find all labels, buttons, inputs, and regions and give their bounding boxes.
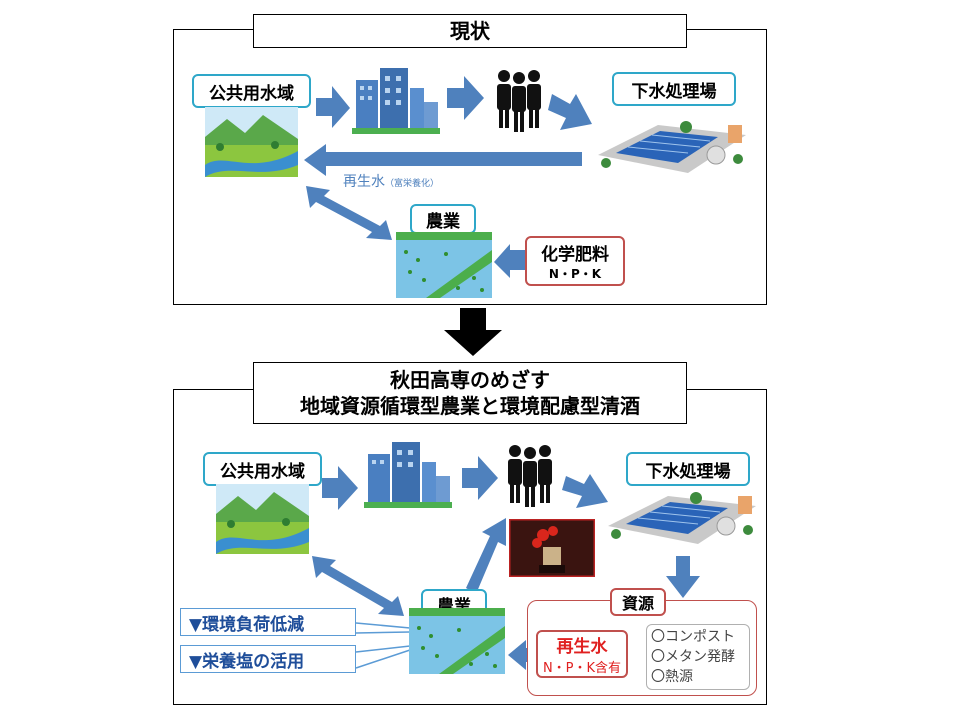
- people-icon: [497, 70, 541, 132]
- benefit-nutrient-use: ▼栄養塩の活用: [180, 645, 356, 673]
- arrow-plant-to-resources: [666, 556, 700, 598]
- benefit2-connector: [355, 645, 411, 653]
- goal-title: 秋田高専のめざす 地域資源循環型農業と環境配慮型清酒: [253, 362, 687, 424]
- agriculture-label-text: 農業: [426, 211, 460, 232]
- resources-title: 資源: [621, 594, 654, 613]
- arrow-water-agri-bidirectional: [306, 186, 392, 240]
- arrow-city-to-people-2: [462, 456, 498, 500]
- recycled-water-title: 再生水: [556, 637, 608, 657]
- public-water-label-2-text: 公共用水域: [220, 461, 305, 482]
- arrow-plant-to-water: [304, 144, 582, 176]
- river-landscape-image-2: [216, 484, 309, 554]
- arrow-resources-to-agri: [508, 640, 540, 670]
- resources-title-box: 資源: [610, 588, 666, 616]
- sewage-plant-label-2: 下水処理場: [626, 452, 750, 486]
- public-water-label: 公共用水域: [192, 74, 311, 108]
- rice-field-image-2: [409, 608, 505, 674]
- resource-item-methane: 〇メタン発酵: [651, 649, 735, 665]
- people-icon-2: [508, 445, 552, 507]
- sewage-plant-label-text: 下水処理場: [631, 81, 717, 102]
- recycled-water-box: 再生水 N・P・K含有: [536, 630, 628, 678]
- city-buildings-icon-2: [364, 442, 452, 508]
- recycled-water-npk: N・P・K含有: [542, 661, 622, 676]
- sewage-plant-label: 下水処理場: [612, 72, 736, 106]
- top-flow-arrows: 再生水（富栄養化）: [304, 76, 592, 278]
- resource-item-heat: 〇熱源: [651, 669, 693, 685]
- arrow-fertilizer-to-agri: [494, 244, 525, 278]
- benefit2-connector-b: [355, 649, 411, 669]
- treatment-plant-image-2: [608, 492, 756, 544]
- chemical-fertilizer-npk: N・P・K: [548, 267, 602, 281]
- arrow-water-to-city: [316, 86, 350, 128]
- chemical-fertilizer-box: 化学肥料 N・P・K: [525, 236, 625, 286]
- resource-items-box: 〇コンポスト 〇メタン発酵 〇熱源: [646, 624, 750, 690]
- recycled-water-caption: 再生水（富栄養化）: [343, 174, 439, 190]
- goal-title-line1: 秋田高専のめざす: [390, 368, 550, 392]
- benefit1-connector-b: [355, 631, 411, 634]
- arrow-people-to-plant: [548, 94, 592, 130]
- benefit-environmental-load-text: ▼環境負荷低減: [189, 614, 305, 635]
- benefit-nutrient-use-text: ▼栄養塩の活用: [189, 651, 305, 672]
- rice-field-image: [396, 232, 492, 298]
- arrow-city-to-people: [447, 76, 484, 120]
- arrow-agri-to-people: [466, 518, 506, 594]
- current-state-title: 現状: [253, 14, 687, 48]
- sake-photo: [509, 519, 595, 577]
- transition-down-arrow: [444, 308, 502, 356]
- benefit1-connector: [355, 622, 411, 629]
- river-landscape-image: [205, 107, 298, 177]
- treatment-plant-image: [598, 121, 746, 173]
- arrow-people-to-plant-2: [562, 474, 608, 508]
- city-buildings-icon: [352, 68, 440, 134]
- goal-title-line2: 地域資源循環型農業と環境配慮型清酒: [300, 394, 640, 418]
- current-state-title-text: 現状: [450, 19, 490, 43]
- resource-item-compost: 〇コンポスト: [651, 629, 735, 645]
- chemical-fertilizer-title: 化学肥料: [541, 245, 609, 265]
- arrow-water-agri-bidirectional-2: [312, 556, 404, 616]
- arrow-water-to-city-2: [322, 466, 358, 510]
- public-water-label-text: 公共用水域: [209, 83, 294, 104]
- benefit-environmental-load: ▼環境負荷低減: [180, 608, 356, 636]
- sewage-plant-label-2-text: 下水処理場: [645, 461, 731, 482]
